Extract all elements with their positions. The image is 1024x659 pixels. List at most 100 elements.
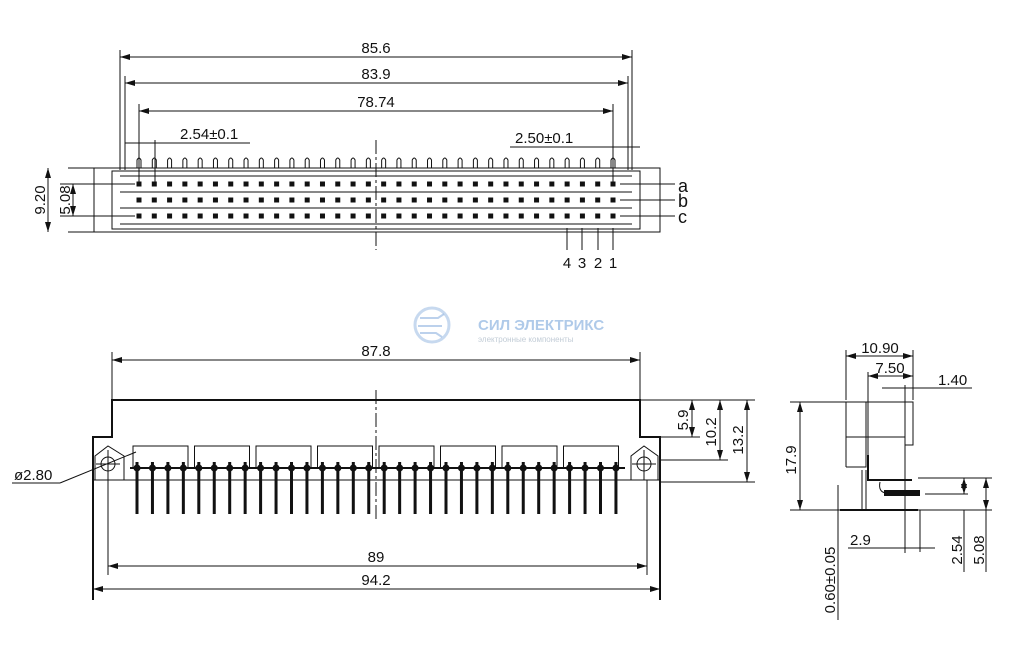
pin-a — [365, 181, 371, 187]
pin-shoulder — [318, 464, 326, 472]
pin-b — [182, 197, 188, 203]
pin-tail — [167, 157, 173, 168]
housing-block — [501, 445, 558, 469]
front-pin — [212, 462, 216, 514]
pin-a — [274, 181, 280, 187]
pin-b — [488, 197, 494, 203]
pin-a — [258, 181, 264, 187]
pin-a — [335, 181, 341, 187]
pin-c — [136, 213, 142, 219]
pin-a — [381, 181, 387, 187]
pin-c — [274, 213, 280, 219]
pin-shoulder — [365, 464, 373, 472]
mount-hole-right — [630, 445, 659, 481]
pin-b — [518, 197, 524, 203]
front-pin — [305, 462, 309, 514]
pin-a — [182, 181, 188, 187]
pin-b — [610, 197, 616, 203]
pin-a — [472, 181, 478, 187]
pin-tail — [442, 157, 448, 168]
pin-tail — [457, 157, 463, 168]
front-pin — [552, 462, 556, 514]
front-pin — [398, 462, 402, 514]
pin-b — [442, 197, 448, 203]
pin-a — [243, 181, 249, 187]
dim-7-50: 7.50 — [875, 360, 904, 377]
pin-shoulder — [427, 464, 435, 472]
top-body-outline — [93, 167, 661, 233]
pin-c — [396, 213, 402, 219]
pin-shoulder — [179, 464, 187, 472]
pin-tail — [350, 157, 356, 168]
dim-94-2: 94.2 — [361, 572, 390, 589]
pin-tail — [579, 157, 585, 168]
pin-c — [488, 213, 494, 219]
front-pin — [568, 462, 572, 514]
front-pin — [537, 462, 541, 514]
pin-tail — [304, 157, 310, 168]
side-pin — [884, 490, 920, 496]
dim-5-08-side: 5.08 — [971, 535, 988, 564]
pin-shoulder — [349, 464, 357, 472]
pin-b — [136, 197, 142, 203]
pin-c — [579, 213, 585, 219]
pin-c — [167, 213, 173, 219]
pin-c — [442, 213, 448, 219]
pin-tail — [243, 157, 249, 168]
front-view: ø2.80 87.8 89 94.2 5.9 10.2 13.2 — [12, 343, 755, 600]
pin-b — [167, 197, 173, 203]
housing-block — [563, 445, 619, 469]
pin-a — [427, 181, 433, 187]
row-label-b: b — [678, 191, 688, 211]
pin-tail — [319, 157, 325, 168]
front-pin — [274, 462, 278, 514]
pin-b — [335, 197, 341, 203]
front-pin — [459, 462, 463, 514]
pin-b — [212, 197, 218, 203]
dim-5-9: 5.9 — [675, 410, 692, 431]
dim-2-54: 2.54 — [949, 535, 966, 564]
pin-c — [518, 213, 524, 219]
dim-85-6: 85.6 — [361, 40, 390, 57]
front-pin — [243, 462, 247, 514]
pin-b — [151, 197, 157, 203]
pin-b — [319, 197, 325, 203]
pin-c — [335, 213, 341, 219]
pin-c — [289, 213, 295, 219]
front-pin — [351, 462, 355, 514]
pin-c — [381, 213, 387, 219]
pin-b — [197, 197, 203, 203]
pin-number-1: 1 — [609, 255, 617, 272]
pin-shoulder — [195, 464, 203, 472]
front-pin — [197, 462, 201, 514]
pin-a — [595, 181, 601, 187]
pin-c — [243, 213, 249, 219]
pin-c — [228, 213, 234, 219]
pin-shoulder — [272, 464, 280, 472]
pin-tail — [488, 157, 494, 168]
front-pin — [166, 462, 170, 514]
housing-block — [440, 445, 496, 469]
pin-c — [319, 213, 325, 219]
dim-10-2: 10.2 — [703, 417, 720, 446]
pin-tail — [151, 157, 157, 168]
pin-c — [258, 213, 264, 219]
dim-9-20: 9.20 — [32, 185, 49, 214]
pin-tail — [595, 157, 601, 168]
pin-tail — [289, 157, 295, 168]
top-pin-grid — [136, 157, 616, 219]
pin-tail — [197, 157, 203, 168]
pin-shoulder — [442, 464, 450, 472]
front-housing-blocks — [132, 445, 619, 469]
front-pin — [413, 462, 417, 514]
pin-tail — [472, 157, 478, 168]
row-label-a: a — [678, 176, 689, 196]
housing-block — [317, 445, 373, 469]
pin-c — [564, 213, 570, 219]
pin-shoulder — [519, 464, 527, 472]
pin-a — [442, 181, 448, 187]
top-view: 85.6 83.9 78.74 2.54±0.1 2.50±0.1 9.20 5… — [32, 40, 689, 272]
pin-a — [289, 181, 295, 187]
front-pin — [259, 462, 263, 514]
dim-10-90: 10.90 — [861, 340, 899, 357]
